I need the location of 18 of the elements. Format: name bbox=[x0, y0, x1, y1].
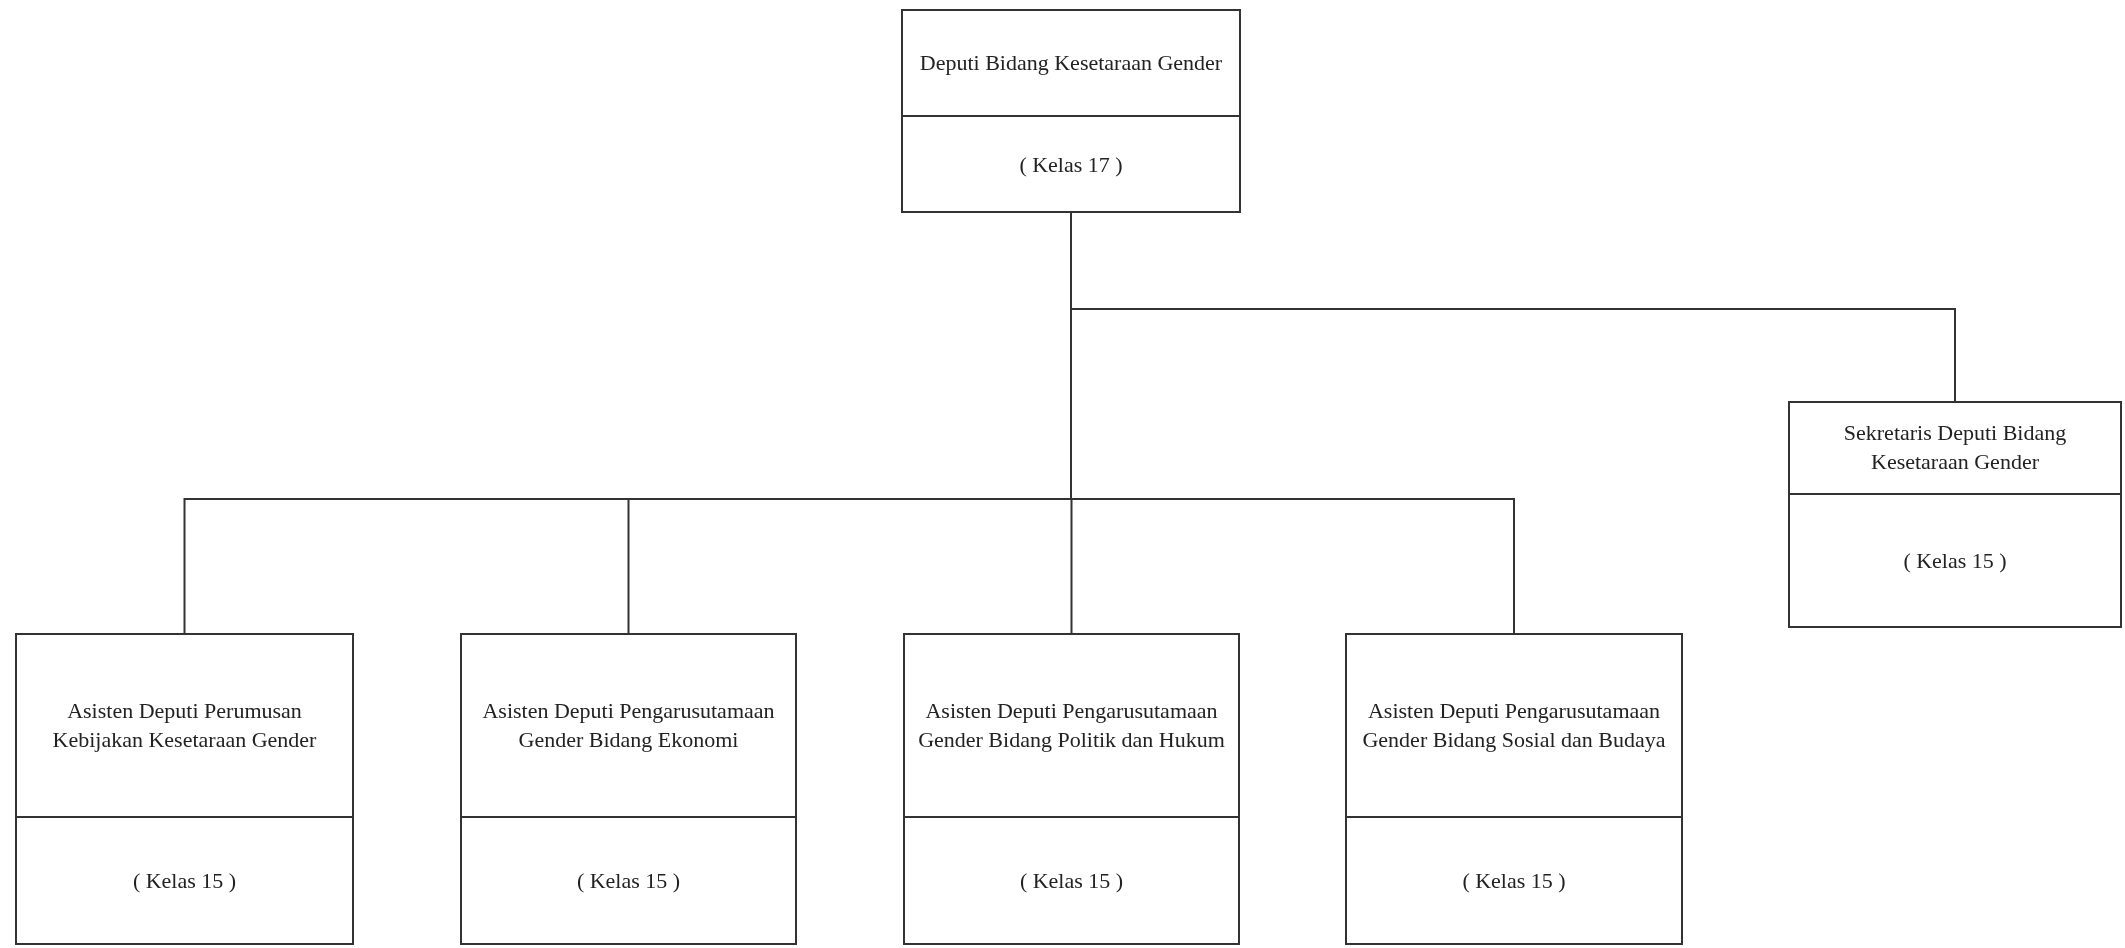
org-unit-box bbox=[15, 633, 354, 945]
class-grade: ( Kelas 15 ) bbox=[1462, 867, 1566, 895]
class-grade: ( Kelas 15 ) bbox=[576, 867, 681, 895]
unit-title: Asisten Deputi Pengarusutamaan Gender Bidang Politik dan Hukum bbox=[917, 696, 1226, 754]
unit-title: Deputi Bidang Kesetaraan Gender bbox=[919, 48, 1223, 77]
unit-title: Asisten Deputi Perumusan Kebijakan Kesetaraan Gender bbox=[51, 696, 318, 754]
class-grade: ( Kelas 15 ) bbox=[132, 867, 237, 895]
org-unit-box bbox=[901, 9, 1241, 213]
unit-title: Asisten Deputi Pengarusutamaan Gender Bidang Sosial dan Budaya bbox=[1361, 696, 1667, 754]
unit-title: Sekretaris Deputi Bidang Kesetaraan Gender bbox=[1842, 419, 2068, 476]
class-grade: ( Kelas 15 ) bbox=[1019, 867, 1124, 895]
class-grade: ( Kelas 17 ) bbox=[1019, 150, 1123, 179]
org-unit-box bbox=[903, 633, 1240, 945]
unit-title: Asisten Deputi Pengarusutamaan Gender Bidang Ekonomi bbox=[481, 696, 776, 754]
class-grade: ( Kelas 15 ) bbox=[1903, 547, 2007, 575]
org-unit-box bbox=[460, 633, 797, 945]
org-unit-box bbox=[1345, 633, 1683, 945]
org-unit-box bbox=[1788, 401, 2122, 628]
